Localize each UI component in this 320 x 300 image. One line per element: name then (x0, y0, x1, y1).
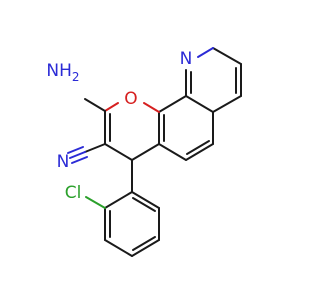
amine-text: NH (46, 61, 72, 81)
molecule-structure: N O NH2 N Cl (46, 47, 242, 257)
amine-label: NH2 (46, 61, 79, 84)
amine-subscript: 2 (72, 70, 80, 84)
amine-bond (84, 98, 106, 112)
pyridine-ring (185, 47, 242, 113)
ring-oxygen-label: O (124, 89, 137, 109)
nitrile-nitrogen-label: N (57, 152, 70, 172)
nitrile-group (67, 143, 106, 164)
pyran-ring (104, 102, 160, 161)
benzo-ring (158, 95, 214, 161)
chlorine-bond (85, 196, 106, 209)
chlorophenyl-ring (104, 159, 160, 257)
chlorine-label: Cl (65, 183, 82, 203)
ring-nitrogen-label: N (180, 49, 193, 69)
